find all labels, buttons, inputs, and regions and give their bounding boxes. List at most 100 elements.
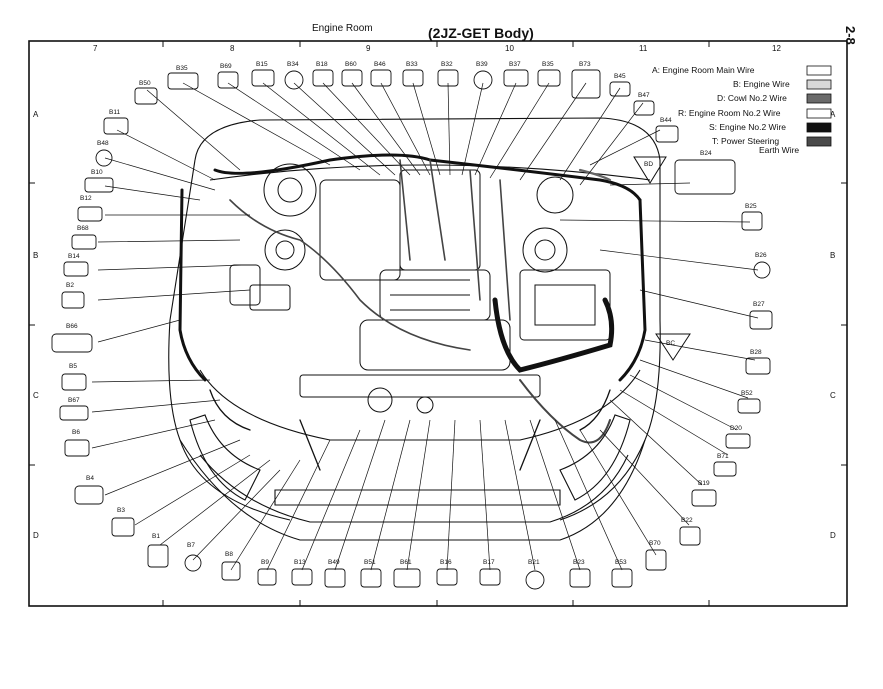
connector-label: B15 <box>256 61 268 68</box>
column-label: 7 <box>93 44 98 53</box>
connector: B13 <box>291 559 313 586</box>
connector-label: B16 <box>440 559 452 566</box>
column-label: 12 <box>772 44 781 53</box>
legend-label: R: Engine Room No.2 Wire <box>678 108 781 118</box>
right-headlight <box>559 414 631 501</box>
row-label: D <box>830 531 836 540</box>
connector-label: D20 <box>730 425 742 432</box>
connector: B39 <box>473 61 493 90</box>
connector-label: B18 <box>316 61 328 68</box>
connector-label: B45 <box>614 73 626 80</box>
connector-label: B8 <box>225 551 233 558</box>
connector-label: B2 <box>66 282 74 289</box>
fan-pulley <box>416 396 434 414</box>
bumper-inner <box>199 454 629 523</box>
left-headlight <box>189 414 261 501</box>
connector: B21 <box>525 559 545 590</box>
connector: B9 <box>257 559 277 586</box>
brake-booster <box>263 163 317 217</box>
connector: B35 <box>167 65 199 90</box>
connector: B24 <box>674 150 736 195</box>
row-label: C <box>33 391 39 400</box>
connector: B71 <box>713 453 737 477</box>
row-label: D <box>33 531 39 540</box>
connector: D20 <box>725 425 751 449</box>
engine-wire <box>399 159 511 321</box>
wire-legend: A: Engine Room Main Wire B: Engine Wire … <box>652 65 832 155</box>
connector: B10 <box>84 169 114 193</box>
connector: B66 <box>51 323 93 353</box>
connector: B50 <box>134 80 158 105</box>
column-labels: 7 8 9 10 11 12 <box>93 44 781 53</box>
connector: B27 <box>749 301 773 330</box>
connector-label: B73 <box>579 61 591 68</box>
cowl-wire <box>578 168 612 182</box>
connector-label: B51 <box>364 559 376 566</box>
connector-label: B17 <box>483 559 495 566</box>
connector-label: B68 <box>77 225 89 232</box>
radiator-support <box>199 369 641 441</box>
leader-lines <box>91 82 759 571</box>
connector: B17 <box>479 559 501 586</box>
hood-outline <box>194 117 661 161</box>
row-labels: A B C D A B C D <box>33 110 836 540</box>
marker-bc: BC <box>655 333 691 361</box>
page-title: (2JZ-GET Body) <box>428 25 534 41</box>
connector-label: B19 <box>698 480 710 487</box>
connector-label: B11 <box>109 109 120 116</box>
diagram-frame <box>28 40 848 607</box>
connector: B19 <box>691 480 717 507</box>
connector-label: B13 <box>294 559 306 566</box>
battery <box>534 284 596 326</box>
connector-label: B1 <box>152 533 160 540</box>
connector-label: B50 <box>139 80 151 87</box>
right-fender <box>559 160 661 521</box>
connector-label: B48 <box>97 140 109 147</box>
connector: B45 <box>609 73 631 97</box>
cam-cover <box>359 319 511 371</box>
connector-label: B60 <box>345 61 357 68</box>
marker-bd: BD <box>633 156 667 184</box>
engine-block <box>319 179 401 281</box>
legend-swatch <box>806 108 832 119</box>
connector-label: B27 <box>753 301 765 308</box>
connector: B25 <box>741 203 763 231</box>
legend-swatch <box>806 79 832 90</box>
marker-label: BC <box>666 340 675 347</box>
connector-label: B35 <box>542 61 554 68</box>
legend-label: S: Engine No.2 Wire <box>709 122 786 132</box>
connector-label: B5 <box>69 363 77 370</box>
connector: B68 <box>71 225 97 250</box>
main-harness <box>618 198 647 382</box>
connector-label: B4 <box>86 475 94 482</box>
abs-actuator-inner <box>275 240 295 260</box>
page-number: 2-8 <box>843 26 858 45</box>
connector-label: B21 <box>528 559 540 566</box>
connector-label: B7 <box>187 542 195 549</box>
legend-label: Earth Wire <box>759 145 799 155</box>
connector: B51 <box>360 559 382 588</box>
connector-label: B6 <box>72 429 80 436</box>
legend-label: B: Engine Wire <box>733 79 790 89</box>
connector-label: B71 <box>717 453 729 460</box>
row-label: B <box>830 251 835 260</box>
legend-label: T: Power Steering <box>712 136 779 146</box>
connector-label: B12 <box>80 195 92 202</box>
connector: B4 <box>74 475 104 505</box>
column-label: 10 <box>505 44 514 53</box>
connector: B23 <box>569 559 591 588</box>
connector-label: B9 <box>261 559 269 566</box>
connectors-right: B44 B24 B25 B26 B27 B28 B52 D20 <box>655 117 773 546</box>
connector: B44 <box>655 117 679 143</box>
connector: B67 <box>59 397 89 421</box>
connector-label: B3 <box>117 507 125 514</box>
legend-swatch <box>806 122 832 133</box>
legend-swatch <box>806 65 832 76</box>
connector: B49 <box>324 559 346 588</box>
connector-label: B69 <box>220 63 232 70</box>
connector-label: B28 <box>750 349 762 356</box>
connector-label: B70 <box>649 540 661 547</box>
connector: B14 <box>63 253 89 277</box>
strut-tower-right-inner <box>534 239 556 261</box>
left-fender <box>168 159 291 521</box>
